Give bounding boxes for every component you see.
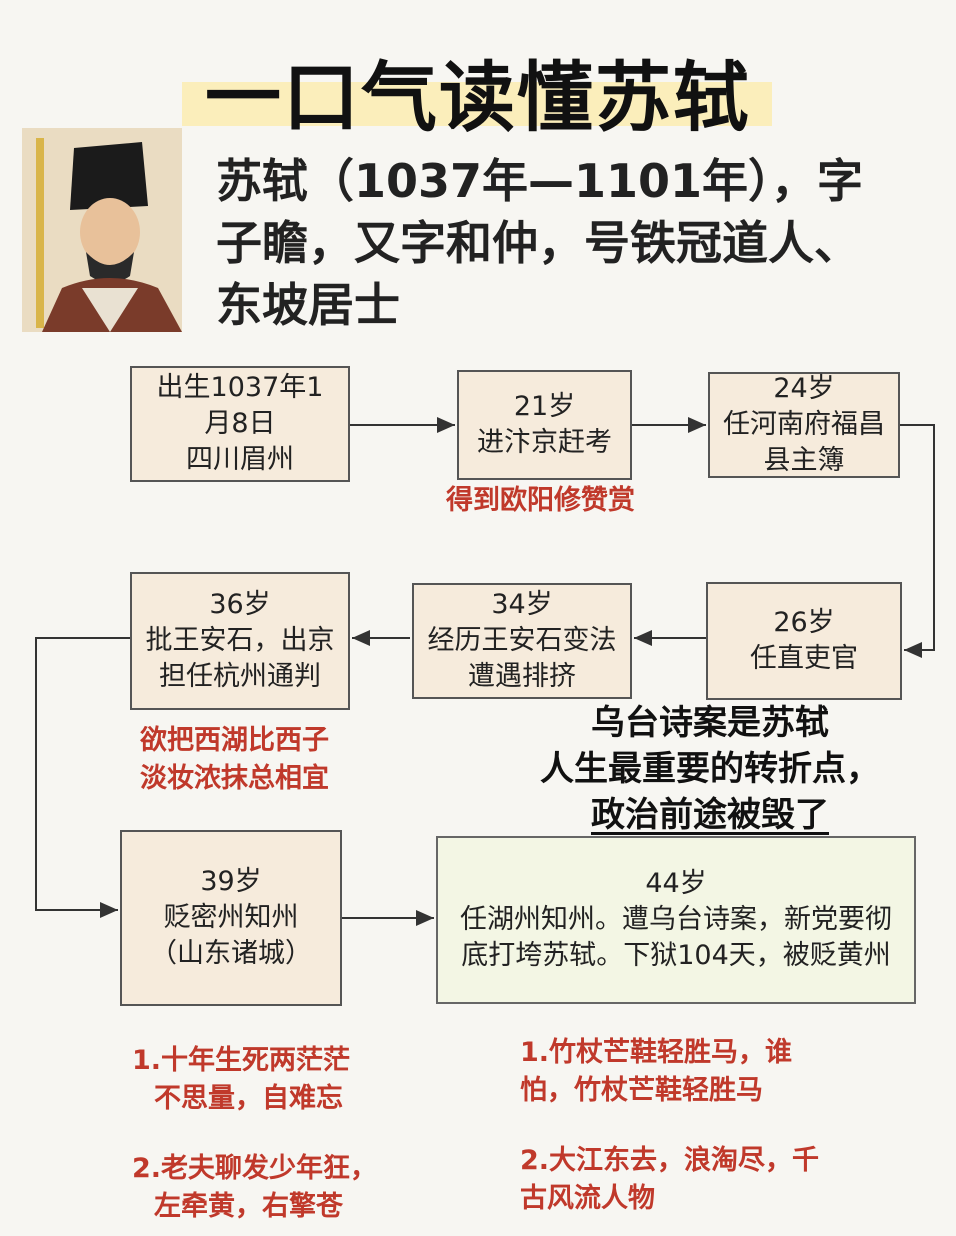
note-age-39-poem-2: 2.老夫聊发少年狂， 左牵黄，右擎苍 xyxy=(132,1150,377,1226)
node-text: 月8日 xyxy=(204,408,276,439)
note-line: 古风流人物 xyxy=(520,1183,655,1214)
intro-line: 东坡居士 xyxy=(216,278,400,332)
node-age-34: 34岁 经历王安石变法 遭遇排挤 xyxy=(412,583,632,699)
note-age-39-poem-1: 1.十年生死两茫茫 不思量，自难忘 xyxy=(132,1042,350,1118)
title-highlight xyxy=(182,82,772,126)
note-line: 不思量，自难忘 xyxy=(154,1083,343,1114)
note-line: 1.十年生死两茫茫 xyxy=(132,1045,351,1076)
note-age-44-poem-2: 2.大江东去，浪淘尽，千 古风流人物 xyxy=(520,1142,819,1218)
node-text: 任湖州知州。遭乌台诗案，新党要彻 xyxy=(460,904,892,935)
note-line: 1.竹杖芒鞋轻胜马，谁 xyxy=(520,1037,793,1068)
node-text: 24岁 xyxy=(773,373,835,404)
note-line: 左牵黄，右擎苍 xyxy=(154,1191,343,1222)
intro-text: 苏轼（1037年—1101年），字 子瞻，又字和仲，号铁冠道人、 东坡居士 xyxy=(216,150,916,336)
node-text: 批王安石，出京 xyxy=(145,625,335,656)
node-age-39: 39岁 贬密州知州 （山东诸城） xyxy=(120,830,342,1006)
note-line: 2.大江东去，浪淘尽，千 xyxy=(520,1145,820,1176)
arrow-24-to-26 xyxy=(900,424,935,658)
node-text: 21岁 xyxy=(513,391,576,422)
node-text: 任直吏官 xyxy=(750,643,858,674)
node-age-21: 21岁 进汴京赶考 xyxy=(457,370,632,480)
node-text: 底打垮苏轼。下狱104天，被贬黄州 xyxy=(461,940,891,971)
turning-line-underlined: 政治前途被毁了 xyxy=(591,795,829,835)
turning-line: 人生最重要的转折点， xyxy=(540,749,880,789)
note-line: 欲把西湖比西子 xyxy=(140,725,329,756)
intro-line: 苏轼（1037年—1101年），字 xyxy=(216,154,864,208)
note-age-44-poem-1: 1.竹杖芒鞋轻胜马，谁 怕，竹杖芒鞋轻胜马 xyxy=(520,1034,792,1110)
node-text: 四川眉州 xyxy=(186,444,294,475)
portrait-image xyxy=(22,128,182,332)
node-text: 26岁 xyxy=(773,607,835,638)
note-line: 2.老夫聊发少年狂， xyxy=(132,1153,378,1184)
title-area: 一口气读懂苏轼 xyxy=(0,22,956,142)
node-text: 34岁 xyxy=(491,589,553,620)
node-text: 贬密州知州 xyxy=(163,902,299,933)
node-text: 39岁 xyxy=(200,866,262,897)
node-text: 担任杭州通判 xyxy=(159,661,321,692)
node-age-36: 36岁 批王安石，出京 担任杭州通判 xyxy=(130,572,350,710)
node-text: 进汴京赶考 xyxy=(477,427,612,458)
node-text: 出生1037年1 xyxy=(156,372,324,403)
node-age-26: 26岁 任直吏官 xyxy=(706,582,902,700)
node-age-24: 24岁 任河南府福昌 县主簿 xyxy=(708,372,900,478)
node-text: 44岁 xyxy=(645,868,707,899)
note-line: 怕，竹杖芒鞋轻胜马 xyxy=(520,1075,763,1106)
turning-point-annotation: 乌台诗案是苏轼 人生最重要的转折点， 政治前途被毁了 xyxy=(500,700,920,838)
note-age-36: 欲把西湖比西子 淡妆浓抹总相宜 xyxy=(140,722,329,798)
node-text: 县主簿 xyxy=(763,445,845,476)
note-age-21: 得到欧阳修赞赏 xyxy=(446,485,635,516)
node-text: 任河南府福昌 xyxy=(723,409,885,440)
node-text: 36岁 xyxy=(209,589,271,620)
node-text: （山东诸城） xyxy=(150,938,312,969)
note-line: 淡妆浓抹总相宜 xyxy=(140,763,329,794)
node-text: 经历王安石变法 xyxy=(427,625,617,656)
turning-line: 乌台诗案是苏轼 xyxy=(591,703,829,743)
page-title: 一口气读懂苏轼 xyxy=(205,53,751,142)
intro-line: 子瞻，又字和仲，号铁冠道人、 xyxy=(216,216,860,270)
node-age-44: 44岁 任湖州知州。遭乌台诗案，新党要彻 底打垮苏轼。下狱104天，被贬黄州 xyxy=(436,836,916,1004)
arrow-36-to-39 xyxy=(35,637,130,918)
node-birth: 出生1037年1 月8日 四川眉州 xyxy=(130,366,350,482)
node-text: 遭遇排挤 xyxy=(468,661,576,692)
